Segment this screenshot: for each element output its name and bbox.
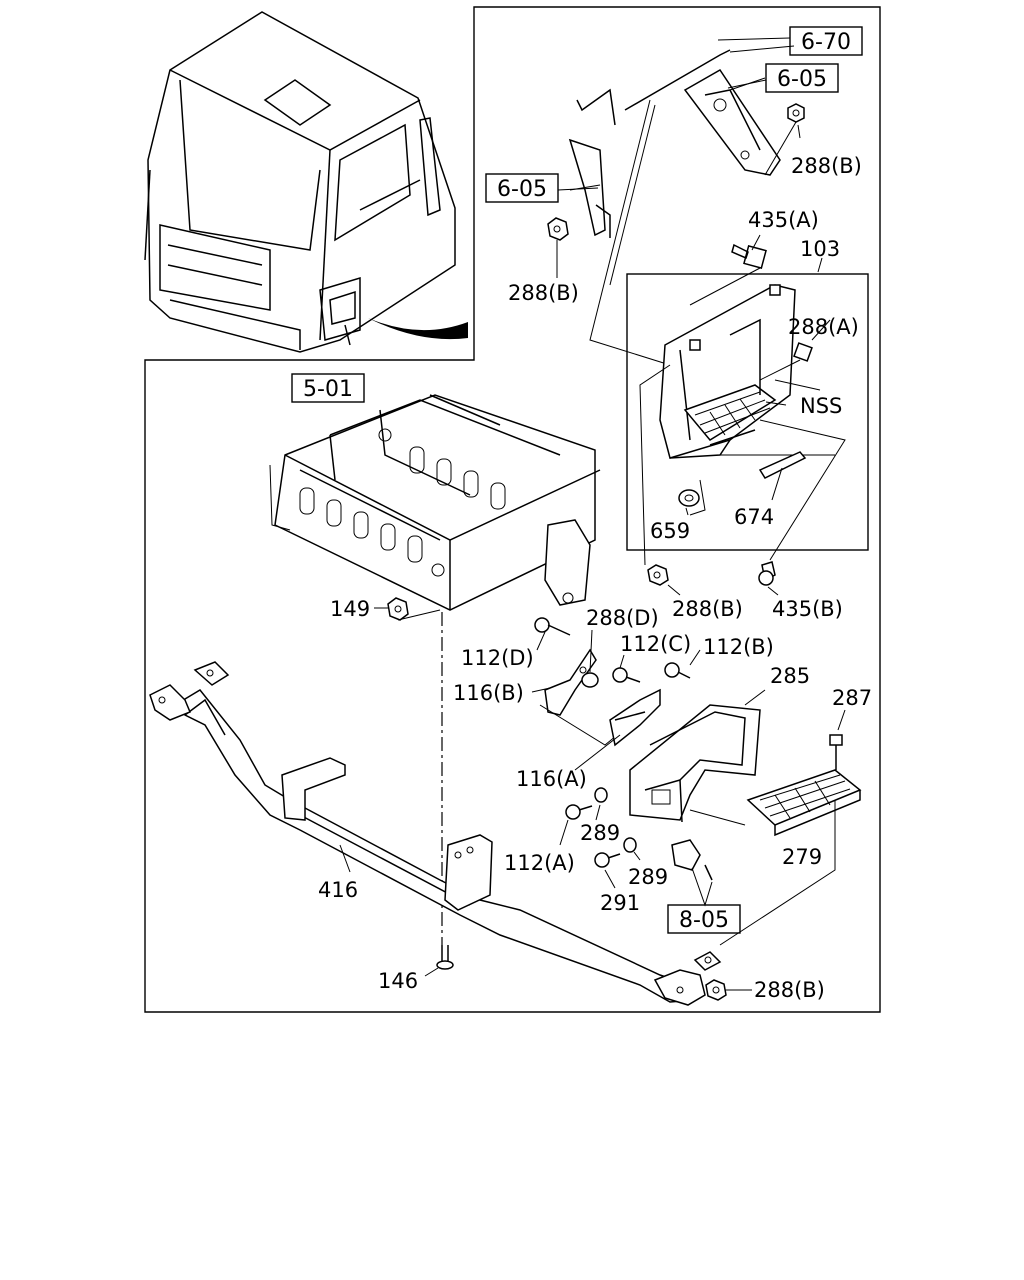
- frame-member-5-01: [269, 394, 601, 611]
- washer-289-upper: [594, 787, 608, 803]
- label-288a: 288(A): [788, 315, 859, 339]
- label-112c: 112(C): [620, 632, 691, 656]
- label-289-upper: 289: [580, 821, 620, 845]
- bolt-435a: [731, 243, 767, 269]
- bolt-112a: [565, 804, 593, 820]
- nut-288b-bottom: [705, 979, 727, 1001]
- bolt-112b: [664, 662, 691, 679]
- label-nss: NSS: [800, 394, 842, 418]
- label-659: 659: [650, 519, 690, 543]
- nut-288b-middle: [647, 564, 669, 586]
- bolt-287: [829, 734, 843, 770]
- upper-brackets: [568, 37, 791, 366]
- ref-box-6-70[interactable]: 6-70: [789, 26, 863, 56]
- ref-box-8-05[interactable]: 8-05: [667, 904, 741, 934]
- label-146: 146: [378, 969, 418, 993]
- step-assembly-nss: [659, 284, 846, 561]
- washer-289-lower: [623, 837, 637, 853]
- ref-box-6-05-left[interactable]: 6-05: [485, 173, 559, 203]
- bolt-435b: [758, 561, 776, 586]
- label-103: 103: [800, 237, 840, 261]
- nut-149: [387, 597, 409, 621]
- diagram-frame: [144, 6, 881, 1013]
- bracket-116a: [609, 688, 661, 747]
- label-288b-top-right: 288(B): [791, 154, 862, 178]
- leader-lines: [339, 45, 846, 991]
- label-279: 279: [782, 845, 822, 869]
- label-435a: 435(A): [748, 208, 819, 232]
- label-288b-left: 288(B): [508, 281, 579, 305]
- ref-box-5-01[interactable]: 5-01: [291, 373, 365, 403]
- nut-659: [678, 489, 700, 507]
- bolt-291: [594, 852, 621, 868]
- label-112a: 112(A): [504, 851, 575, 875]
- label-288d: 288(D): [586, 606, 659, 630]
- step-tread-279: [746, 769, 862, 837]
- label-116a: 116(A): [516, 767, 587, 791]
- svg-text:6-05: 6-05: [777, 67, 827, 92]
- label-288b-middle: 288(B): [672, 597, 743, 621]
- svg-text:5-01: 5-01: [303, 377, 353, 402]
- label-149: 149: [330, 597, 370, 621]
- label-416: 416: [318, 878, 358, 902]
- label-674: 674: [734, 505, 774, 529]
- label-291: 291: [600, 891, 640, 915]
- label-112b: 112(B): [703, 635, 774, 659]
- svg-text:6-05: 6-05: [497, 177, 547, 202]
- bolt-112d: [534, 617, 571, 636]
- label-288b-bottom: 288(B): [754, 978, 825, 1002]
- svg-text:6-70: 6-70: [801, 30, 851, 55]
- label-116b: 116(B): [453, 681, 524, 705]
- nut-288b-left: [547, 217, 569, 241]
- cover-plate: [671, 839, 713, 881]
- bolt-112c: [612, 667, 641, 683]
- svg-text:8-05: 8-05: [679, 908, 729, 933]
- label-287: 287: [832, 686, 872, 710]
- label-435b: 435(B): [772, 597, 843, 621]
- label-112d: 112(D): [461, 646, 534, 670]
- nut-288d: [581, 672, 599, 688]
- nut-288b-top-right: [787, 103, 805, 123]
- ref-box-6-05-top[interactable]: 6-05: [765, 63, 839, 93]
- step-assembly-frame: [626, 273, 869, 551]
- crossmember-416: [149, 661, 722, 1006]
- step-bracket-285: [629, 704, 761, 823]
- label-285: 285: [770, 664, 810, 688]
- label-289-lower: 289: [628, 865, 668, 889]
- truck-cab-illustration: [144, 11, 468, 353]
- bolt-146: [436, 945, 454, 970]
